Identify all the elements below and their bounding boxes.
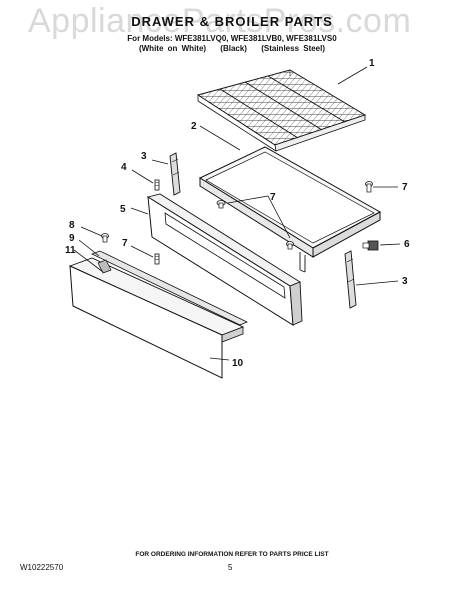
callout-3-right: 3 <box>402 276 408 287</box>
leader-lines <box>73 66 401 361</box>
bracket-6 <box>362 240 379 251</box>
screw-7-drawer-right <box>286 241 294 250</box>
diagram-title: DRAWER & BROILER PARTS <box>131 14 333 29</box>
screw-8 <box>101 233 109 243</box>
drawer-outer-front <box>68 257 245 379</box>
callout-2: 2 <box>191 121 197 132</box>
model-variants: (White on White) (Black) (Stainless Stee… <box>0 44 464 53</box>
broiler-drawer-pan <box>198 146 382 273</box>
variant-stainless: (Stainless Steel) <box>261 44 326 53</box>
variant-black: (Black) <box>220 44 247 53</box>
screw-4 <box>154 179 160 191</box>
broiler-pan-grid <box>196 69 367 152</box>
callout-4: 4 <box>121 162 127 173</box>
callout-5: 5 <box>120 204 126 215</box>
right-slide-rail <box>344 250 357 309</box>
callout-7-right: 7 <box>402 182 408 193</box>
page-number: 5 <box>228 563 233 572</box>
callout-11: 11 <box>65 245 76 256</box>
screw-7-drawer-left <box>216 200 226 209</box>
callout-7-drawer: 7 <box>270 192 276 203</box>
callout-7-panel: 7 <box>122 238 128 249</box>
trim-strip <box>90 250 248 326</box>
callout-1: 1 <box>369 58 375 69</box>
document-number: W10222570 <box>20 563 64 572</box>
watermark: AppliancePartsPros.com <box>28 2 412 40</box>
callout-labels: 1 2 3 4 5 7 7 8 9 11 7 6 3 10 <box>65 58 410 369</box>
screw-7-right <box>365 181 373 193</box>
drawer-inner-panel <box>146 193 303 326</box>
model-list: For Models: WFE381LVQ0, WFE381LVB0, WFE3… <box>127 34 337 43</box>
ordering-note: FOR ORDERING INFORMATION REFER TO PARTS … <box>135 551 329 558</box>
callout-8: 8 <box>69 220 75 231</box>
callout-10: 10 <box>232 358 244 369</box>
callout-3-left: 3 <box>141 151 147 162</box>
left-slide-rail <box>169 152 181 196</box>
variant-white: (White on White) <box>138 44 207 53</box>
callout-9: 9 <box>69 233 75 244</box>
callout-6: 6 <box>404 239 410 250</box>
screw-7-panel <box>154 253 160 265</box>
